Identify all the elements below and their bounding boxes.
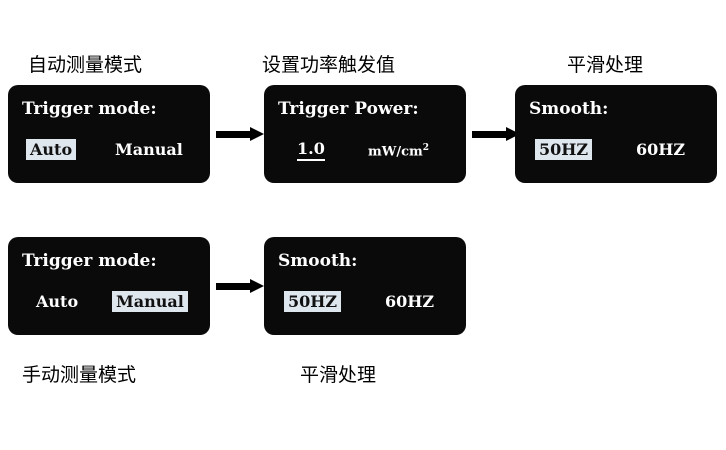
option-60hz[interactable]: 60HZ <box>636 140 686 159</box>
option-row: 50HZ 60HZ <box>515 139 717 167</box>
screen-title: Trigger Power: <box>278 99 419 119</box>
screen-title: Smooth: <box>529 99 609 119</box>
unit-exponent: 2 <box>422 143 430 153</box>
screen-trigger-power[interactable]: Trigger Power: 1.0 mW/cm2 <box>264 85 466 183</box>
screen-smooth-top[interactable]: Smooth: 50HZ 60HZ <box>515 85 717 183</box>
caption-set-power-trigger: 设置功率触发值 <box>262 54 396 76</box>
option-manual[interactable]: Manual <box>115 140 183 159</box>
arrow-right-icon <box>216 279 264 293</box>
option-50hz[interactable]: 50HZ <box>535 139 593 160</box>
option-auto[interactable]: Auto <box>26 139 77 160</box>
option-50hz[interactable]: 50HZ <box>284 291 342 312</box>
option-row: 50HZ 60HZ <box>264 291 466 319</box>
caption-smooth-top: 平滑处理 <box>567 54 644 76</box>
unit-text: mW/cm <box>368 144 423 160</box>
caption-manual-mode: 手动测量模式 <box>22 364 137 386</box>
screen-title: Trigger mode: <box>22 251 157 271</box>
option-60hz[interactable]: 60HZ <box>385 292 435 311</box>
option-row: Auto Manual <box>8 139 210 167</box>
trigger-power-unit: mW/cm2 <box>368 143 429 159</box>
caption-auto-mode: 自动测量模式 <box>28 54 143 76</box>
option-auto[interactable]: Auto <box>36 292 79 311</box>
screen-title: Trigger mode: <box>22 99 157 119</box>
screen-smooth-bottom[interactable]: Smooth: 50HZ 60HZ <box>264 237 466 335</box>
arrow-right-icon <box>216 127 264 141</box>
screen-title: Smooth: <box>278 251 358 271</box>
option-manual[interactable]: Manual <box>112 291 188 312</box>
caption-smooth-bottom: 平滑处理 <box>300 364 377 386</box>
screen-trigger-mode-manual[interactable]: Trigger mode: Auto Manual <box>8 237 210 335</box>
arrow-right-icon <box>472 127 520 141</box>
trigger-power-value[interactable]: 1.0 <box>297 139 325 161</box>
screen-trigger-mode-auto[interactable]: Trigger mode: Auto Manual <box>8 85 210 183</box>
option-row: Auto Manual <box>8 291 210 319</box>
